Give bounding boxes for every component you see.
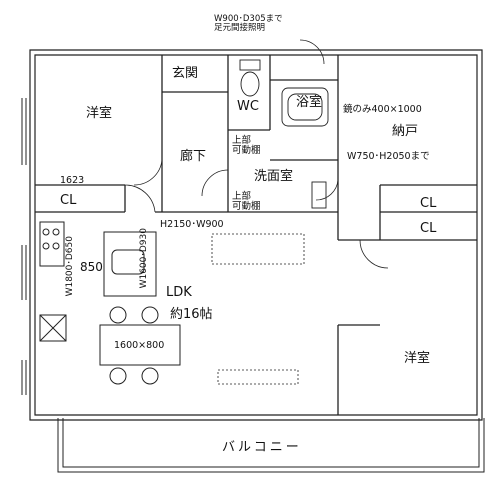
corridor-label: 廊下 <box>180 149 207 164</box>
upper-shelf-note-2: 上部可動棚 <box>232 191 261 213</box>
upper-shelf-note-1: 上部可動棚 <box>232 135 261 157</box>
ldk-size-label: 約16帖 <box>170 307 213 322</box>
wc-label: WC <box>237 99 259 114</box>
kitchen-counter <box>39 221 157 297</box>
kitchen-dimension-1: W1800･D650 <box>65 236 75 297</box>
western-room-2-label: 洋室 <box>404 351 431 366</box>
table-size-note: 1600×800 <box>114 340 165 351</box>
closet-right-1-label: CL <box>420 196 437 211</box>
sanitary-fixtures <box>239 59 329 209</box>
ldk-label: LDK <box>166 285 192 300</box>
washroom-label: 洗面室 <box>254 169 294 184</box>
storage-label: 納戸 <box>392 124 419 139</box>
fridge-box <box>39 314 67 342</box>
door-size-note: W750･H2050まで <box>347 151 430 162</box>
closet-right-2-label: CL <box>420 221 437 236</box>
western-room-1-label: 洋室 <box>86 106 113 121</box>
outer-walls <box>29 49 483 421</box>
counter-dimension-850: 850 <box>80 260 103 274</box>
door-swings <box>124 39 389 269</box>
interior-walls <box>35 55 477 415</box>
ldk-furniture <box>211 233 305 385</box>
bathroom-label: 浴室 <box>296 95 323 110</box>
closet-left-label: CL <box>60 193 77 208</box>
opening-size-note: H2150･W900 <box>160 219 224 230</box>
window-marks <box>21 98 27 395</box>
footlight-note: W900･D305まで足元間接照明 <box>214 14 283 34</box>
kitchen-dimension-2: W1600･D930 <box>139 228 149 289</box>
dining-table <box>99 306 181 385</box>
balcony-label: バルコニー <box>222 440 302 455</box>
mirror-note: 鏡のみ400×1000 <box>343 104 422 115</box>
balcony-outline <box>57 418 485 473</box>
entrance-label: 玄関 <box>172 66 199 81</box>
dimension-1623: 1623 <box>60 175 85 186</box>
